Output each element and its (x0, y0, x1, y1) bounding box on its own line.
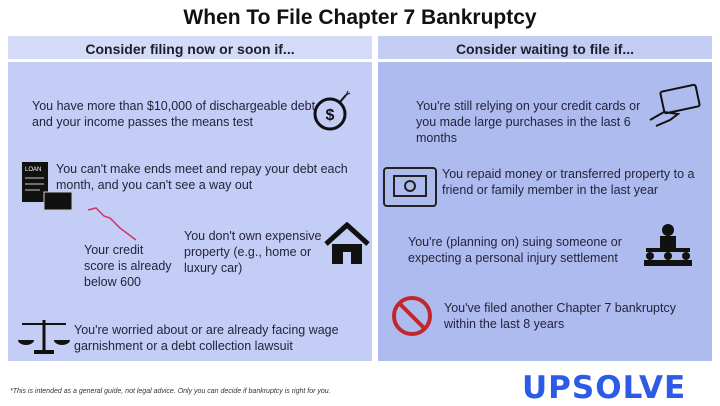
item-lawsuit: You're (planning on) suing someone or ex… (408, 235, 622, 265)
prohibited-icon (392, 296, 432, 336)
people-meeting-icon (644, 224, 692, 266)
left-panel: Consider filing now or soon if... You ha… (8, 36, 372, 361)
house-icon (324, 222, 370, 264)
money-bomb-icon: $ (313, 90, 351, 131)
item-credit-cards: You're still relying on your credit card… (416, 99, 641, 145)
declining-score-icon (87, 207, 137, 241)
item-cant-make-ends-meet: You can't make ends meet and repay your … (56, 162, 348, 192)
loan-document-icon: LOAN (22, 162, 73, 211)
item-repaid-money: You repaid money or transferred property… (442, 167, 695, 197)
item-dischargeable-debt: You have more than $10,000 of dischargea… (32, 99, 316, 129)
credit-card-hand-icon (649, 84, 701, 127)
item-no-property: You don't own expensive property (e.g., … (184, 229, 322, 275)
disclaimer: *This is intended as a general guide, no… (10, 388, 331, 395)
right-header: Consider waiting to file if... (378, 36, 712, 62)
item-credit-score: Your credit score is already below 600 (84, 243, 172, 289)
page-title: When To File Chapter 7 Bankruptcy (183, 6, 537, 29)
svg-text:$: $ (326, 107, 335, 124)
right-panel: Consider waiting to file if... You're st… (378, 36, 712, 361)
item-wage-garnishment: You're worried about or are already faci… (74, 323, 339, 353)
upsolve-logo: UPSOLVE (522, 370, 687, 406)
loan-label: LOAN (25, 167, 41, 173)
scales-of-justice-icon (18, 320, 70, 354)
money-transfer-icon (383, 167, 437, 207)
left-header: Consider filing now or soon if... (8, 36, 372, 62)
item-prior-chapter-7: You've filed another Chapter 7 bankruptc… (444, 301, 676, 331)
